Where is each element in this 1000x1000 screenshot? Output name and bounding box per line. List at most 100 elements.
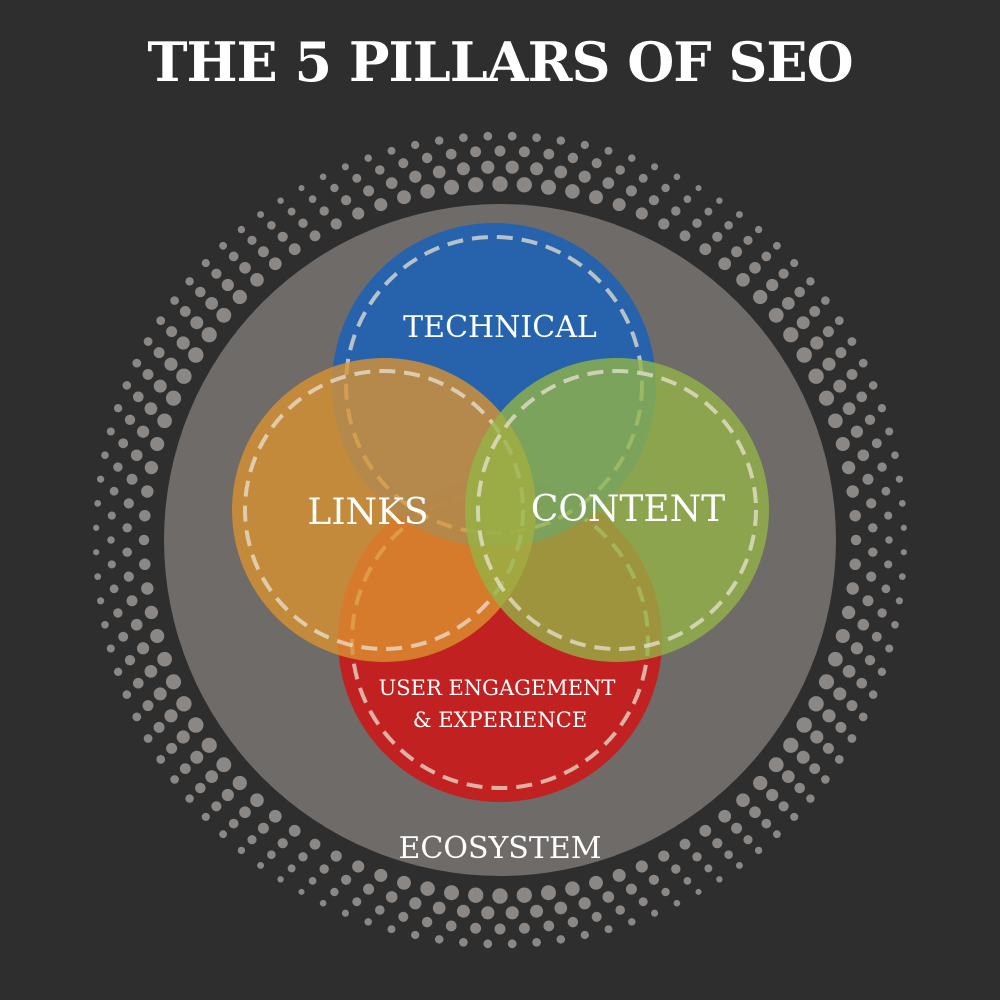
halo-dot xyxy=(778,268,789,279)
halo-dot xyxy=(432,165,446,179)
halo-dot xyxy=(374,868,388,882)
halo-dot xyxy=(319,864,329,874)
halo-dot xyxy=(615,165,625,175)
halo-dot xyxy=(828,651,843,667)
halo-dot xyxy=(319,899,327,907)
halo-dot xyxy=(287,207,296,216)
halo-dot xyxy=(822,742,834,754)
halo-dot xyxy=(94,500,102,507)
halo-dot xyxy=(330,887,339,897)
halo-dot xyxy=(530,162,544,176)
halo-dot xyxy=(602,177,615,189)
halo-dot xyxy=(459,937,468,947)
halo-dot xyxy=(898,573,906,580)
halo-dot xyxy=(309,838,321,850)
halo-dot xyxy=(841,460,856,475)
halo-dot xyxy=(153,687,167,701)
halo-dot xyxy=(445,148,457,160)
halo-dot xyxy=(340,874,352,885)
halo-dot xyxy=(219,241,228,250)
halo-dot xyxy=(847,734,857,743)
halo-dot xyxy=(298,888,305,895)
halo-dot xyxy=(257,246,269,258)
halo-dot xyxy=(884,511,893,520)
halo-dot xyxy=(470,146,482,158)
content-circle xyxy=(465,358,769,662)
halo-dot xyxy=(648,195,660,206)
halo-dot xyxy=(900,549,907,556)
halo-dot xyxy=(857,618,870,631)
halo-dot xyxy=(835,436,850,452)
halo-dot xyxy=(866,498,877,509)
halo-dot xyxy=(421,152,433,164)
halo-dot xyxy=(211,268,222,279)
halo-dot xyxy=(176,368,192,384)
halo-dot xyxy=(277,876,284,883)
halo-dot xyxy=(188,717,204,733)
halo-dot xyxy=(398,158,409,169)
halo-dot xyxy=(868,523,878,533)
halo-dot xyxy=(434,136,444,145)
halo-dot xyxy=(139,509,151,522)
halo-dot xyxy=(153,379,167,393)
halo-dot xyxy=(122,690,132,699)
halo-dot xyxy=(796,750,810,764)
halo-dot xyxy=(156,755,166,764)
dotted-halo-ring xyxy=(93,131,907,949)
halo-dot xyxy=(846,582,859,595)
halo-dot xyxy=(124,655,136,666)
halo-dot xyxy=(735,861,743,869)
halo-dot xyxy=(835,347,847,359)
halo-dot xyxy=(591,158,602,169)
halo-dot xyxy=(783,327,799,343)
halo-dot xyxy=(330,183,339,193)
halo-dot xyxy=(625,883,637,895)
halo-dot xyxy=(205,770,219,783)
halo-dot xyxy=(492,176,508,192)
halo-dot xyxy=(219,830,228,839)
halo-dot xyxy=(567,152,579,164)
halo-dot xyxy=(340,195,352,206)
halo-dot xyxy=(749,806,761,819)
halo-dot xyxy=(516,887,532,903)
halo-dot xyxy=(132,358,142,368)
halo-dot xyxy=(871,631,882,642)
halo-dot xyxy=(766,278,779,292)
halo-dot xyxy=(118,438,129,449)
halo-dot xyxy=(589,190,603,205)
halo-dot xyxy=(842,665,856,678)
halo-dot xyxy=(363,883,375,895)
halo-dot xyxy=(766,788,779,802)
halo-dot xyxy=(543,920,555,932)
halo-dot xyxy=(113,404,123,413)
halo-dot xyxy=(716,876,723,883)
halo-dot xyxy=(754,225,763,234)
halo-dot xyxy=(541,179,556,195)
halo-dot xyxy=(828,413,843,429)
halo-dot xyxy=(113,608,123,618)
halo-dot xyxy=(166,326,178,338)
halo-dot xyxy=(247,835,257,845)
halo-dot xyxy=(864,414,876,425)
halo-dot xyxy=(170,296,179,305)
halo-dot xyxy=(113,667,123,676)
halo-dot xyxy=(201,737,217,753)
halo-dot xyxy=(190,316,204,330)
halo-dot xyxy=(109,584,119,594)
halo-dot xyxy=(891,620,899,629)
halo-dot xyxy=(459,133,468,143)
halo-dot xyxy=(122,547,132,557)
halo-dot xyxy=(743,835,753,845)
halo-dot xyxy=(704,207,713,216)
halo-dot xyxy=(101,451,109,460)
pillar-content xyxy=(465,358,769,662)
halo-dot xyxy=(761,251,772,262)
halo-dot xyxy=(277,197,284,204)
halo-dot xyxy=(743,235,753,245)
halo-dot xyxy=(157,651,172,667)
halo-dot xyxy=(179,763,191,775)
halo-dot xyxy=(704,864,713,873)
halo-dot xyxy=(841,605,856,620)
